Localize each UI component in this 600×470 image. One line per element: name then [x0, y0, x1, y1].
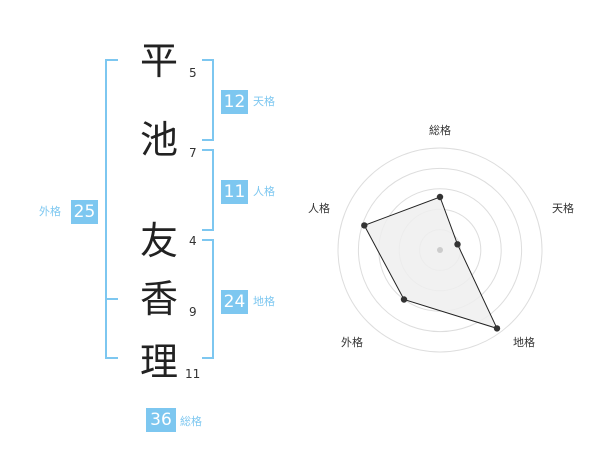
radar-point [361, 222, 368, 229]
radar-ring [337, 147, 543, 353]
gaikaku-bracket [105, 59, 118, 359]
radar-label-tenkaku: 天格 [552, 201, 574, 215]
radar-point [454, 241, 461, 248]
soukaku-value: 36 [146, 408, 176, 432]
tenkaku-value: 12 [221, 90, 248, 114]
chikaku-bracket [202, 239, 214, 359]
jinkaku-value: 11 [221, 180, 248, 204]
gaikaku-label: 外格 [39, 205, 61, 218]
stroke-count-1: 5 [189, 66, 197, 80]
radar-ring [357, 167, 523, 333]
stroke-count-3: 4 [189, 234, 197, 248]
chikaku-value: 24 [221, 290, 248, 314]
radar-label-soukaku: 総格 [429, 123, 451, 137]
radar-polygon [363, 196, 498, 330]
radar-label-gaikaku: 外格 [341, 335, 363, 349]
name-char-4: 香 [139, 277, 178, 321]
radar-label-jinkaku: 人格 [308, 201, 330, 215]
chikaku-label: 地格 [253, 295, 275, 308]
radar-points [361, 193, 501, 332]
name-char-2: 池 [139, 118, 178, 162]
tenkaku-label: 天格 [253, 95, 275, 108]
gaikaku-value: 25 [71, 200, 98, 224]
name-char-1: 平 [139, 39, 178, 83]
radar-point [493, 325, 501, 332]
soukaku-label: 総格 [180, 415, 202, 428]
radar-label-chikaku: 地格 [513, 335, 535, 349]
radar-center [437, 247, 443, 253]
name-char-3: 友 [139, 219, 178, 263]
name-char-5: 理 [139, 340, 178, 384]
jinkaku-label: 人格 [253, 185, 275, 198]
tenkaku-bracket [202, 59, 214, 141]
stroke-count-4: 9 [189, 305, 197, 319]
stroke-count-5: 11 [185, 367, 201, 381]
radar-point [436, 193, 444, 201]
stroke-count-2: 7 [189, 146, 197, 160]
jinkaku-bracket [202, 149, 214, 231]
radar-point [400, 296, 408, 303]
